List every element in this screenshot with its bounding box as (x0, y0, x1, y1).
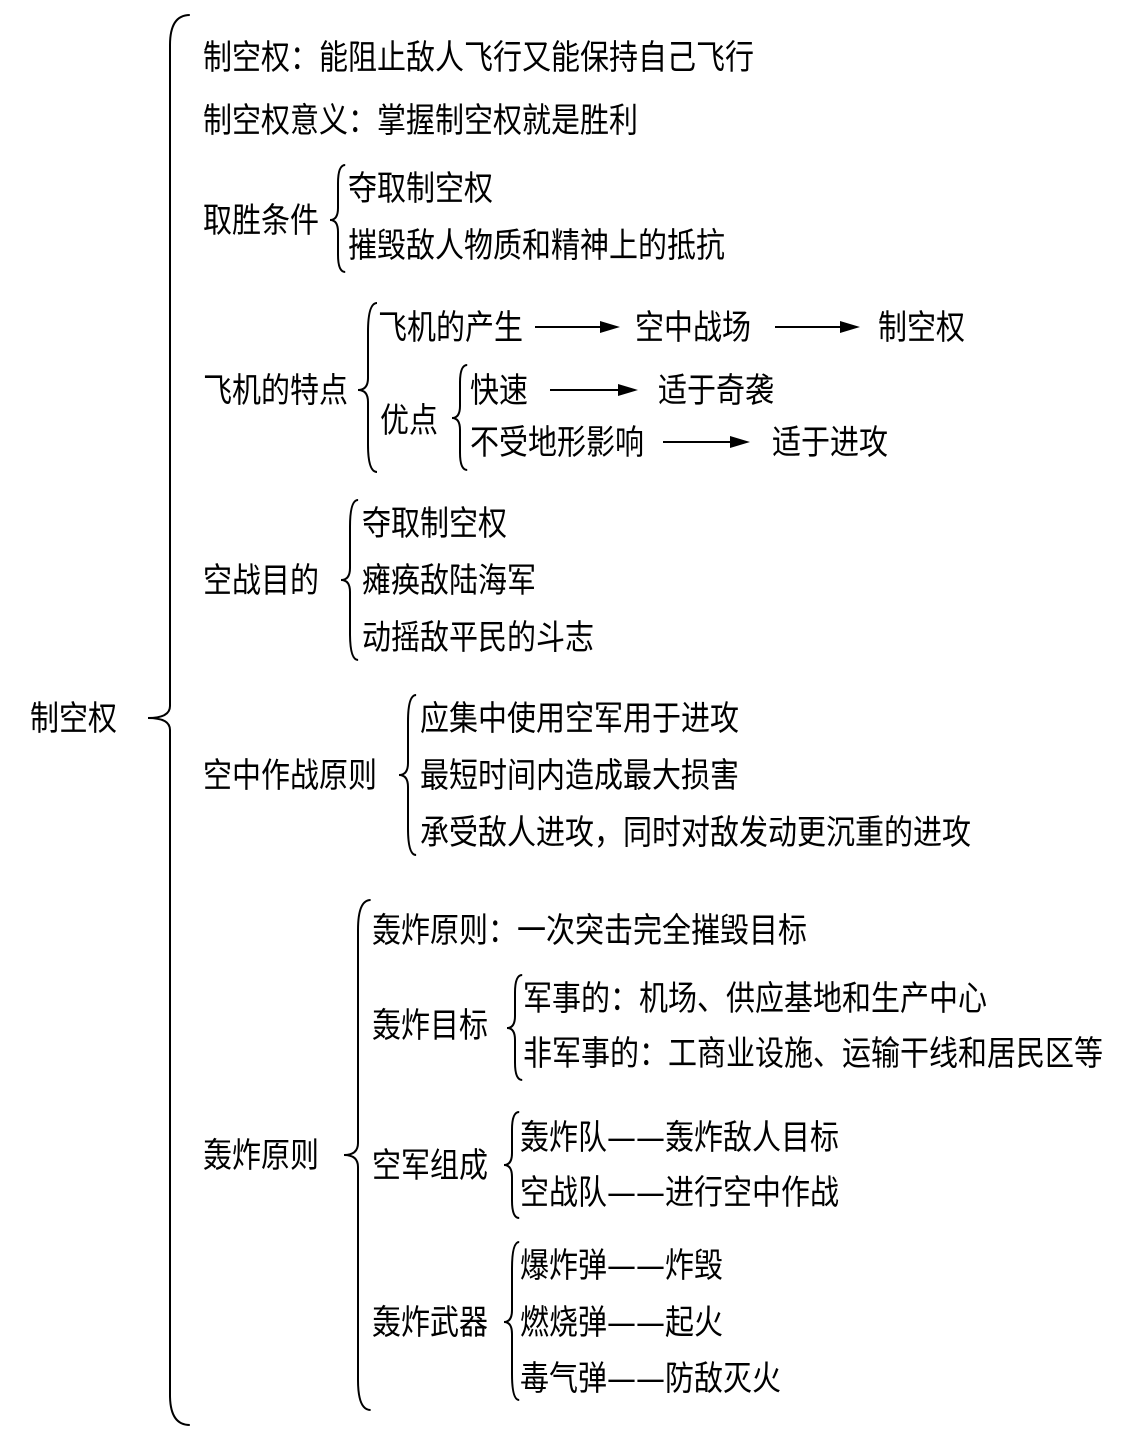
bombing-principle: 轰炸原则：一次突击完全摧毁目标 (372, 909, 808, 951)
advantage-to: 适于奇袭 (658, 369, 775, 411)
brace (329, 164, 346, 273)
air-combat-goal-label: 空战目的 (203, 559, 320, 601)
air-force-item: 空战队——进行空中作战 (520, 1171, 840, 1213)
target-item: 军事的：机场、供应基地和生产中心 (523, 977, 988, 1019)
chain-item: 制空权 (878, 306, 966, 348)
victory-label: 取胜条件 (203, 199, 320, 241)
advantage-from: 不受地形影响 (470, 421, 645, 463)
bombing-label: 轰炸原则 (203, 1134, 320, 1176)
brace (357, 302, 378, 473)
brace (340, 499, 359, 661)
arrow-head-icon (730, 436, 750, 448)
air-ops-item: 应集中使用空军用于进攻 (420, 697, 740, 739)
goal-item: 夺取制空权 (362, 502, 508, 544)
target-item: 非军事的：工商业设施、运输干线和居民区等 (523, 1032, 1104, 1074)
brace (506, 974, 523, 1081)
brace (343, 899, 371, 1411)
aircraft-label: 飞机的特点 (203, 369, 349, 411)
victory-item: 摧毁敌人物质和精神上的抵抗 (348, 224, 726, 266)
air-force-item: 轰炸队——轰炸敌人目标 (520, 1116, 840, 1158)
chain-item: 空中战场 (635, 306, 752, 348)
air-ops-label: 空中作战原则 (203, 754, 378, 796)
definition: 制空权：能阻止敌人飞行又能保持自己飞行 (203, 36, 755, 78)
advantages-label: 优点 (380, 399, 439, 441)
air-ops-item: 最短时间内造成最大损害 (420, 754, 740, 796)
arrow-head-icon (618, 384, 638, 396)
goal-item: 动摇敌平民的斗志 (362, 616, 595, 658)
advantage-from: 快速 (470, 369, 529, 411)
weapon-item: 毒气弹——防敌灭火 (520, 1357, 782, 1399)
arrow-head-icon (840, 321, 860, 333)
brace (451, 364, 468, 471)
brace (503, 1241, 520, 1401)
significance: 制空权意义：掌握制空权就是胜利 (203, 99, 639, 141)
weapons-label: 轰炸武器 (372, 1301, 489, 1343)
victory-item: 夺取制空权 (348, 167, 494, 209)
targets-label: 轰炸目标 (372, 1004, 489, 1046)
weapon-item: 爆炸弹——炸毁 (520, 1244, 724, 1286)
advantage-to: 适于进攻 (772, 421, 889, 463)
weapon-item: 燃烧弹——起火 (520, 1301, 724, 1343)
chain-item: 飞机的产生 (378, 306, 524, 348)
brace (147, 14, 190, 1426)
goal-item: 瘫痪敌陆海军 (362, 559, 537, 601)
root-node: 制空权 (30, 697, 118, 739)
air-force-label: 空军组成 (372, 1144, 489, 1186)
air-ops-item: 承受敌人进攻，同时对敌发动更沉重的进攻 (420, 811, 972, 853)
brace (398, 694, 417, 856)
arrow-head-icon (600, 321, 620, 333)
brace (503, 1111, 520, 1219)
